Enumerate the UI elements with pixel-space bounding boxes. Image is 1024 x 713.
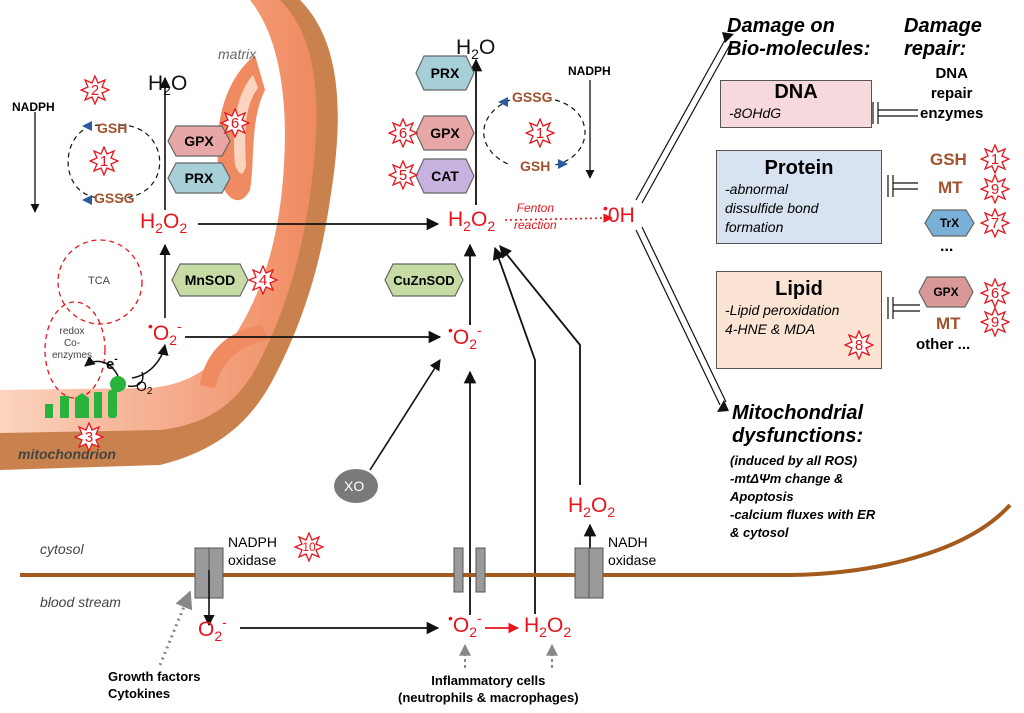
badge-4: 4 (248, 265, 278, 295)
lipid-gpx: GPX (933, 285, 959, 299)
fenton-label: Fenton reaction (514, 201, 557, 232)
cyto-gpx: GPX (430, 125, 460, 141)
badge-1-repair: 1 (980, 144, 1010, 174)
dna-text: -8OHdG (729, 105, 782, 121)
badge-6-repair: 6 (980, 278, 1010, 308)
protein-gsh: GSH (930, 150, 967, 169)
dna-box: DNA -8OHdG (720, 80, 872, 128)
xo-oval (334, 469, 378, 503)
cyto-cat: CAT (431, 168, 459, 184)
lipid-text: -Lipid peroxidation 4-HNE & MDA (725, 302, 840, 337)
mito-gssg-label: GSSG (94, 190, 135, 206)
tca-label: TCA (88, 275, 110, 287)
damage-heading: Damage on Bio-molecules: (727, 15, 871, 60)
cyto-gssg-label: GSSG (512, 89, 553, 105)
blood-o2-radical-mid: •O2- (448, 610, 482, 640)
mito-o2-radical: •O2- (148, 318, 182, 348)
protein-trx: TrX (939, 216, 960, 230)
cytosol-label: cytosol (40, 541, 84, 557)
badge-8: 8 (844, 330, 874, 360)
badge-1-cyto: 1 (525, 118, 555, 148)
mito-gpx: GPX (184, 133, 214, 149)
xo-label: XO (344, 478, 365, 494)
badge-10: 10 (294, 532, 324, 562)
cell-membrane (20, 503, 1012, 577)
electron-label: e- (106, 354, 118, 373)
protein-box: Protein -abnormal dissulfide bond format… (716, 150, 882, 244)
protein-more: ... (940, 238, 954, 255)
lipid-other: other ... (916, 336, 971, 353)
badge-7: 7 (980, 208, 1010, 238)
cyto-cuznsod: CuZnSOD (393, 272, 455, 288)
hydroxyl-radical: •0H (603, 200, 635, 227)
tca-cycle (57, 239, 143, 325)
protein-mt: MT (938, 178, 963, 197)
enzyme-hexagons (167, 55, 975, 308)
redox-coenzymes-ellipse (44, 301, 106, 399)
dna-repair-label: DNA repair enzymes (920, 65, 984, 122)
cyto-o2-radical: •O2- (448, 322, 482, 352)
dna-title: DNA (774, 81, 818, 103)
cyto-gsh-label: GSH (520, 158, 551, 174)
nadh-h2o2: H2O2 (568, 494, 616, 520)
blood-stream-label: blood stream (40, 594, 121, 610)
nadh-oxidase-label: NADH oxidase (608, 534, 657, 568)
badge-5: 5 (388, 160, 418, 190)
mito-h2o: H2O (148, 72, 188, 98)
lipid-box: Lipid -Lipid peroxidation 4-HNE & MDA (716, 271, 882, 369)
mito-dysfunction-heading: Mitochondrial dysfunctions: (732, 402, 864, 447)
blood-o2-radical-left: O2- (198, 614, 227, 644)
badge-9-lipid: 9 (980, 307, 1010, 337)
redox-label: redox Co- enzymes (52, 326, 93, 361)
protein-title: Protein (764, 157, 834, 179)
badge-1-mito: 1 (89, 146, 119, 176)
cyto-h2o2: H2O2 (448, 208, 496, 234)
etc-complexes (45, 376, 126, 418)
badge-6-cyto: 6 (388, 118, 418, 148)
badge-2: 2 (80, 75, 110, 105)
protein-text: -abnormal dissulfide bond formation (725, 181, 819, 235)
crista-upper-inner (233, 75, 258, 174)
lipid-title: Lipid (775, 278, 823, 300)
mito-h2o2: H2O2 (140, 210, 188, 236)
mito-nadph-label: NADPH (12, 100, 55, 114)
badge-9-protein: 9 (980, 174, 1010, 204)
matrix-label: matrix (218, 46, 257, 62)
mito-gsh-label: GSH (97, 120, 128, 136)
crista-lower (200, 325, 268, 388)
mito-dysfunction-text: (induced by all ROS) -mtΔΨm change & Apo… (730, 453, 876, 540)
mito-prx: PRX (184, 170, 214, 186)
mito-o2-label: O2 (136, 378, 153, 397)
repair-heading: Damage repair: (904, 15, 982, 60)
mito-mnsod: MnSOD (184, 272, 236, 288)
lipid-mt: MT (936, 314, 961, 333)
nadph-oxidase-label: NADPH oxidase (228, 534, 278, 568)
growth-factors-label: Growth factors Cytokines (108, 669, 201, 701)
cyto-prx: PRX (430, 65, 460, 81)
cyto-h2o: H2O (456, 36, 496, 62)
blood-h2o2: H2O2 (524, 614, 572, 640)
mitochondrion-label: mitochondrion (18, 446, 116, 462)
cyto-nadph-label: NADPH (568, 64, 611, 78)
badge-6-mito: 6 (220, 108, 250, 138)
inflammatory-label: Inflammatory cells (neutrophils & macrop… (398, 673, 579, 705)
badge-3: 3 (74, 422, 104, 452)
